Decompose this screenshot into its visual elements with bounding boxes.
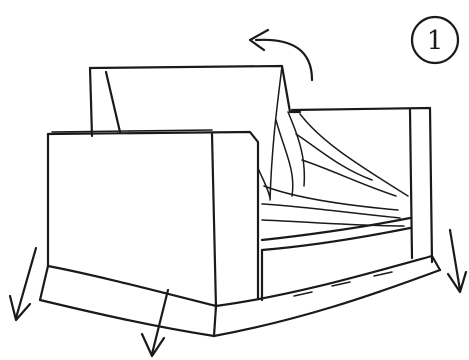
left-arm	[48, 130, 258, 308]
right-arm	[292, 108, 432, 262]
arrow-down-icon	[10, 248, 36, 320]
arrow-down-icon	[448, 230, 466, 292]
step-number: 1	[427, 26, 444, 56]
cover-folds	[258, 112, 404, 226]
step-badge: 1	[412, 17, 458, 63]
sofa-skirt	[40, 256, 440, 336]
